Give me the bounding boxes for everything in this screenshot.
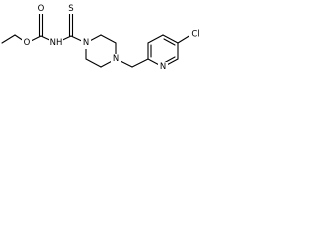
bond-pip-c5-c6 [100, 34, 117, 44]
atom-label-carbonyl-o: O [38, 4, 45, 14]
atom-label-pyridine-n: N [160, 62, 166, 72]
bond-pip-c2-c3 [85, 58, 102, 68]
atom-chlorine: Cl [189, 29, 202, 40]
atom-piperazine-n1: N [81, 38, 91, 49]
bond-py-c6-cl [177, 34, 192, 44]
atom-label-pip-n1: N [83, 38, 89, 48]
bond-layer [1, 13, 192, 68]
bond-py-c5-c4 [162, 34, 179, 44]
atom-label-ester-o: O [24, 38, 31, 48]
atom-amide-nitrogen: NH [49, 37, 63, 48]
atom-label-s: S [68, 4, 73, 14]
atom-ester-oxygen: O [22, 37, 32, 48]
atom-carbonyl-oxygen: O [36, 3, 46, 14]
structure-canvas: O O NH S N N N Cl [0, 0, 230, 74]
atom-label-nh: NH [50, 38, 63, 48]
atom-label-layer: O O NH S N N N Cl [22, 3, 202, 73]
atom-pyridine-nitrogen: N [158, 62, 168, 73]
bond-py-c4-c3 [147, 34, 164, 44]
bond-py-inner-c4-c5 [163, 38, 176, 46]
atom-thione-sulfur: S [66, 3, 76, 14]
atom-piperazine-n4: N [111, 54, 121, 65]
atom-label-pip-n4: N [113, 54, 119, 64]
bond-ch2-pyridine-c2 [131, 58, 149, 68]
atom-label-cl: Cl [191, 30, 199, 40]
bond-ch3-ch2 [1, 34, 16, 44]
chemical-structure-diagram: O O NH S N N N Cl [1, 3, 202, 73]
